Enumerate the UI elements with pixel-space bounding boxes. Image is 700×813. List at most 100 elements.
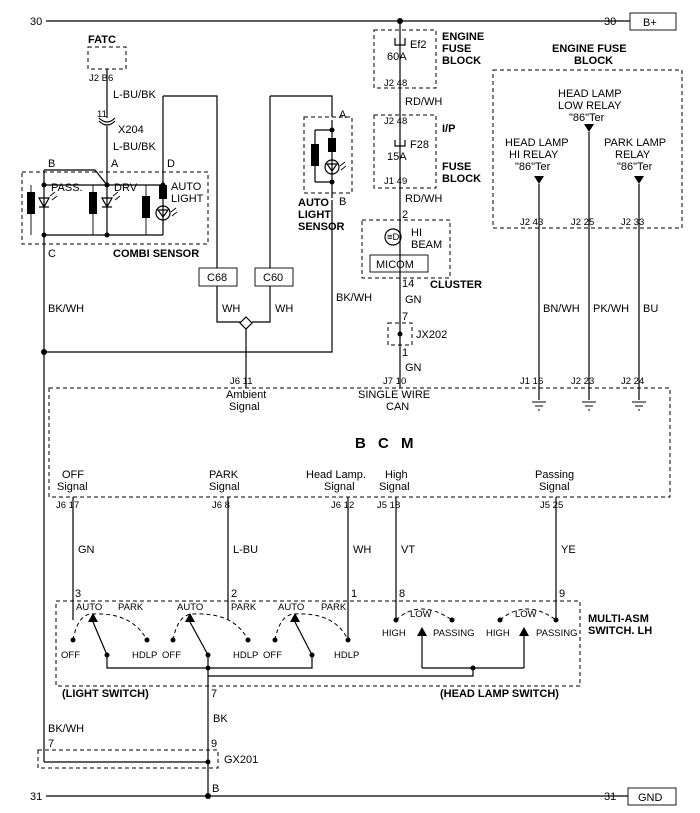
sw1-park: PARK <box>118 602 144 613</box>
cluster-wire: GN <box>405 294 422 306</box>
bcm-high-l1: High <box>385 469 408 481</box>
svg-text:≡D: ≡D <box>387 232 400 243</box>
ef2-pin: J2 48 <box>384 78 407 89</box>
fatc-pins: J2 B6 <box>89 73 113 84</box>
engine-fuse-l2: FUSE <box>442 43 471 55</box>
c68-box <box>198 267 238 287</box>
relay-pin-park: J2 33 <box>621 217 644 228</box>
switch-label-2: SWITCH. LH <box>588 625 652 637</box>
x204-label: X204 <box>118 124 144 136</box>
combi-pin-b: B <box>48 158 55 170</box>
gx201-label: GX201 <box>224 754 258 766</box>
bcm-off-l1: OFF <box>62 469 84 481</box>
combi-sensor: B A D C PASS. D <box>21 96 209 352</box>
splice-diamond <box>239 316 253 330</box>
gx-pin-right: 9 <box>211 738 217 750</box>
sw1-hdlp: HDLP <box>132 650 157 661</box>
combi-pass: PASS. <box>51 182 83 194</box>
ambient-wire-right: WH <box>275 303 293 315</box>
engine-fuse-relay-block: ENGINE FUSE BLOCK HEAD LAMP LOW RELAY "8… <box>492 43 683 411</box>
engine-fuse-l1: ENGINE <box>442 31 484 43</box>
combi-pin-a: A <box>111 158 119 170</box>
bcm-pass-pin: J5 25 <box>540 500 563 511</box>
bcm-gnd2-pin: J2 23 <box>571 376 594 387</box>
rail-30-left: 30 <box>30 16 42 28</box>
sw2-auto: AUTO <box>177 602 203 613</box>
bplus-tag-box <box>629 12 677 31</box>
bcm-can-l1: SINGLE WIRE <box>358 389 430 401</box>
rail-30-right: 30 <box>604 16 616 28</box>
auto-sensor-l2: LIGHT <box>298 209 331 221</box>
jx202-label: JX202 <box>416 329 447 341</box>
power-column: Ef2 60A J2 48 ENGINE FUSE BLOCK RD/WH J2… <box>361 21 484 378</box>
ipfuse-pin-top: J2 48 <box>384 116 407 127</box>
hsw1-low: LOW <box>410 609 432 620</box>
fuse-wire-2: RD/WH <box>405 193 442 205</box>
park-relay-l2: RELAY <box>615 149 651 161</box>
relay-pin-hi: J2 43 <box>520 217 543 228</box>
bcm-park-l1: PARK <box>209 469 239 481</box>
ambient-wire-left: WH <box>222 303 240 315</box>
cluster-pin-in: 2 <box>402 209 408 221</box>
bcm-ambient-l2: Signal <box>229 401 260 413</box>
auto-sensor-l1: AUTO <box>298 197 329 209</box>
cluster-box <box>361 219 451 279</box>
off-wire: GN <box>78 544 95 556</box>
gx201-pin-b: B <box>212 783 219 795</box>
hi-relay-l1: HEAD LAMP <box>505 137 569 149</box>
ef2-rating: 60A <box>387 51 407 63</box>
sw2-hdlp: HDLP <box>233 650 258 661</box>
pass-wire: YE <box>561 544 576 556</box>
bcm-pass-l1: Passing <box>535 469 574 481</box>
switch-gnd-wire: BK <box>213 713 228 725</box>
bcm-ambient-l1: Ambient <box>226 389 266 401</box>
jx202-pin-bottom: 1 <box>402 347 408 359</box>
sw3-park: PARK <box>321 602 347 613</box>
sw2-off: OFF <box>162 650 181 661</box>
sw2-park: PARK <box>231 602 257 613</box>
hsw2-passing: PASSING <box>536 628 578 639</box>
auto-light-sensor: A B AUTO LIGHT SENSOR <box>298 109 353 233</box>
sw3-auto: AUTO <box>278 602 304 613</box>
gnd-tag-box <box>627 787 677 806</box>
bcm-park-l2: Signal <box>209 481 240 493</box>
combi-c-wire: BK/WH <box>48 303 84 315</box>
bcm-gnd1-pin: J1 16 <box>520 376 543 387</box>
combi-auto: AUTO <box>171 181 202 193</box>
hsw2-low: LOW <box>515 609 537 620</box>
hi-relay-wire: BN/WH <box>543 303 580 315</box>
sw-pin-3: 3 <box>75 588 81 600</box>
low-relay-wire: PK/WH <box>593 303 629 315</box>
park-relay-wire: BU <box>643 303 658 315</box>
gx201-box <box>37 749 219 769</box>
auto-sensor-l3: SENSOR <box>298 221 345 233</box>
bcm-park-pin: J6 8 <box>212 500 230 511</box>
sw3-hdlp: HDLP <box>334 650 359 661</box>
ef2-name: Ef2 <box>410 39 427 51</box>
bcm-gnd3-pin: J2 24 <box>621 376 644 387</box>
x204-pin: 11 <box>97 109 107 120</box>
auto-sensor-pin-a: A <box>339 109 347 121</box>
relay-block-title2: BLOCK <box>574 55 613 67</box>
ipfuse-pin-bottom: J1 49 <box>384 176 407 187</box>
fatc-wire-color: L-BU/BK <box>113 89 156 101</box>
micom-label: MICOM <box>376 259 414 271</box>
bplus-tag: B+ <box>643 17 657 29</box>
bcm-can-l2: CAN <box>386 401 409 413</box>
low-relay-l3: "86"Ter <box>569 112 605 124</box>
bcm-ambient-pin: J6 11 <box>230 376 253 387</box>
hi-relay-l2: HI RELAY <box>509 149 559 161</box>
multi-function-switch: MULTI-ASM SWITCH. LH AUTO PARK OFF HDLP … <box>55 600 652 700</box>
gx-left-wire: BK/WH <box>48 723 84 735</box>
bcm-pass-l2: Signal <box>539 481 570 493</box>
cluster-label: CLUSTER <box>430 279 482 291</box>
hsw1-high: HIGH <box>382 628 406 639</box>
bcm-off-l2: Signal <box>57 481 88 493</box>
ipfuse-l2: FUSE <box>442 161 471 173</box>
jx202-wire: GN <box>405 362 422 374</box>
engine-fuse-l3: BLOCK <box>442 55 481 67</box>
park-relay-l1: PARK LAMP <box>604 137 666 149</box>
combi-pin-c: C <box>48 248 56 260</box>
fatc-block: FATC J2 B6 L-BU/BK 11 X204 L-BU/BK <box>87 34 156 170</box>
